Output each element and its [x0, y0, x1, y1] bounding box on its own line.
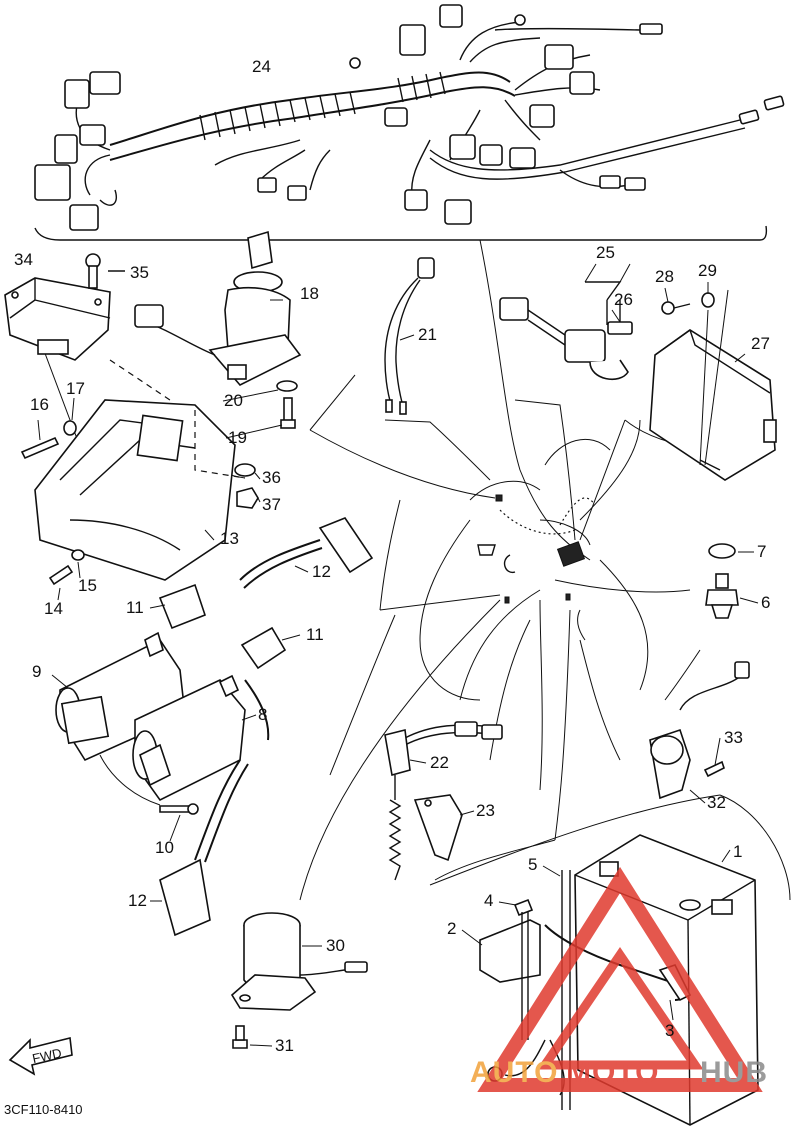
watermark-text-moto: MOTO: [566, 1056, 659, 1089]
callout-25: 25: [596, 243, 615, 262]
callout-12-lower: 12: [128, 891, 147, 910]
callout-19: 19: [228, 428, 247, 447]
part-28-screw: [661, 301, 691, 315]
callout-1: 1: [733, 842, 742, 861]
part-18-main-switch: [134, 230, 302, 386]
part-19-bolt: [280, 397, 296, 429]
callout-7: 7: [757, 542, 766, 561]
callout-34: 34: [14, 250, 33, 269]
part-20-washer: [276, 380, 298, 392]
part-15-washer: [71, 549, 85, 561]
watermark-text-hub: HUB: [700, 1056, 768, 1089]
callout-18: 18: [300, 284, 319, 303]
callout-27: 27: [751, 334, 770, 353]
callout-29: 29: [698, 261, 717, 280]
part-2-bracket: [479, 919, 541, 983]
part-29-washer: [701, 292, 715, 308]
callout-24: 24: [252, 57, 271, 76]
part-8-coil: [132, 674, 246, 802]
callout-3: 3: [665, 1021, 674, 1040]
part-33-screw: [703, 760, 725, 778]
callout-30: 30: [326, 936, 345, 955]
part-35-bolt: [85, 253, 125, 289]
part-13-cover: [34, 359, 246, 581]
part-7-washer: [708, 543, 736, 559]
part-30-relay: [230, 912, 368, 1011]
callout-20: 20: [224, 391, 243, 410]
callout-4: 4: [484, 891, 493, 910]
automotohub-watermark: AUTO MOTO HUB: [470, 866, 768, 1092]
callout-labels: 24 34 35 18 21 25 26 28 29 27 17 16 20 1…: [14, 57, 770, 1055]
part-12-plug-cap-lower: [159, 679, 270, 937]
watermark-text-auto: AUTO: [470, 1056, 558, 1089]
part-10-screw: [159, 803, 199, 815]
part-27-control-unit: [649, 289, 777, 481]
callout-6: 6: [761, 593, 770, 612]
part-22-lead-spring: [384, 721, 503, 881]
part-11-cap-a: [158, 583, 206, 630]
part-6-neutral-switch: [705, 573, 739, 619]
part-26-fuse: [607, 321, 633, 335]
callout-37: 37: [262, 495, 281, 514]
part-34-cdi-unit: [4, 277, 111, 361]
callout-10: 10: [155, 838, 174, 857]
callout-26: 26: [614, 290, 633, 309]
callout-22: 22: [430, 753, 449, 772]
callout-11-right: 11: [306, 625, 324, 644]
part-12-plug-cap-upper: [239, 517, 374, 589]
callout-2: 2: [447, 919, 456, 938]
callout-11-left: 11: [126, 598, 144, 617]
callout-36: 36: [262, 468, 281, 487]
part-36-washer: [234, 463, 256, 477]
fwd-label: FWD: [31, 1045, 63, 1066]
part-17-washer: [63, 420, 77, 436]
callout-23: 23: [476, 801, 495, 820]
part-32-switch: [649, 661, 750, 800]
document-id: 3CF110-8410: [4, 1102, 83, 1117]
callout-16: 16: [30, 395, 49, 414]
part-31-screw: [232, 1025, 248, 1049]
callout-17: 17: [66, 379, 85, 398]
callout-ticks: [37, 263, 759, 1047]
callout-14: 14: [44, 599, 63, 618]
callout-9: 9: [32, 662, 41, 681]
part-23-bracket: [413, 794, 463, 862]
callout-35: 35: [130, 263, 149, 282]
callout-15: 15: [78, 576, 97, 595]
part-14-screw: [48, 564, 74, 586]
callout-31: 31: [275, 1036, 294, 1055]
callout-32: 32: [707, 793, 726, 812]
fwd-arrow-icon: FWD: [8, 1037, 73, 1076]
callout-12-upper: 12: [312, 562, 331, 581]
part-16-screw: [20, 436, 60, 460]
callout-13: 13: [220, 529, 239, 548]
callout-5: 5: [528, 855, 537, 874]
callout-33: 33: [724, 728, 743, 747]
wire-harness: [34, 4, 785, 241]
part-37-nut: [236, 487, 259, 509]
callout-21: 21: [418, 325, 437, 344]
battery-area-outline: [429, 794, 791, 901]
part-21-switch-lead: [384, 257, 435, 415]
part-11-cap-b: [240, 626, 287, 670]
callout-8: 8: [258, 705, 267, 724]
part-25-fuse-holder: [499, 281, 629, 381]
callout-28: 28: [655, 267, 674, 286]
